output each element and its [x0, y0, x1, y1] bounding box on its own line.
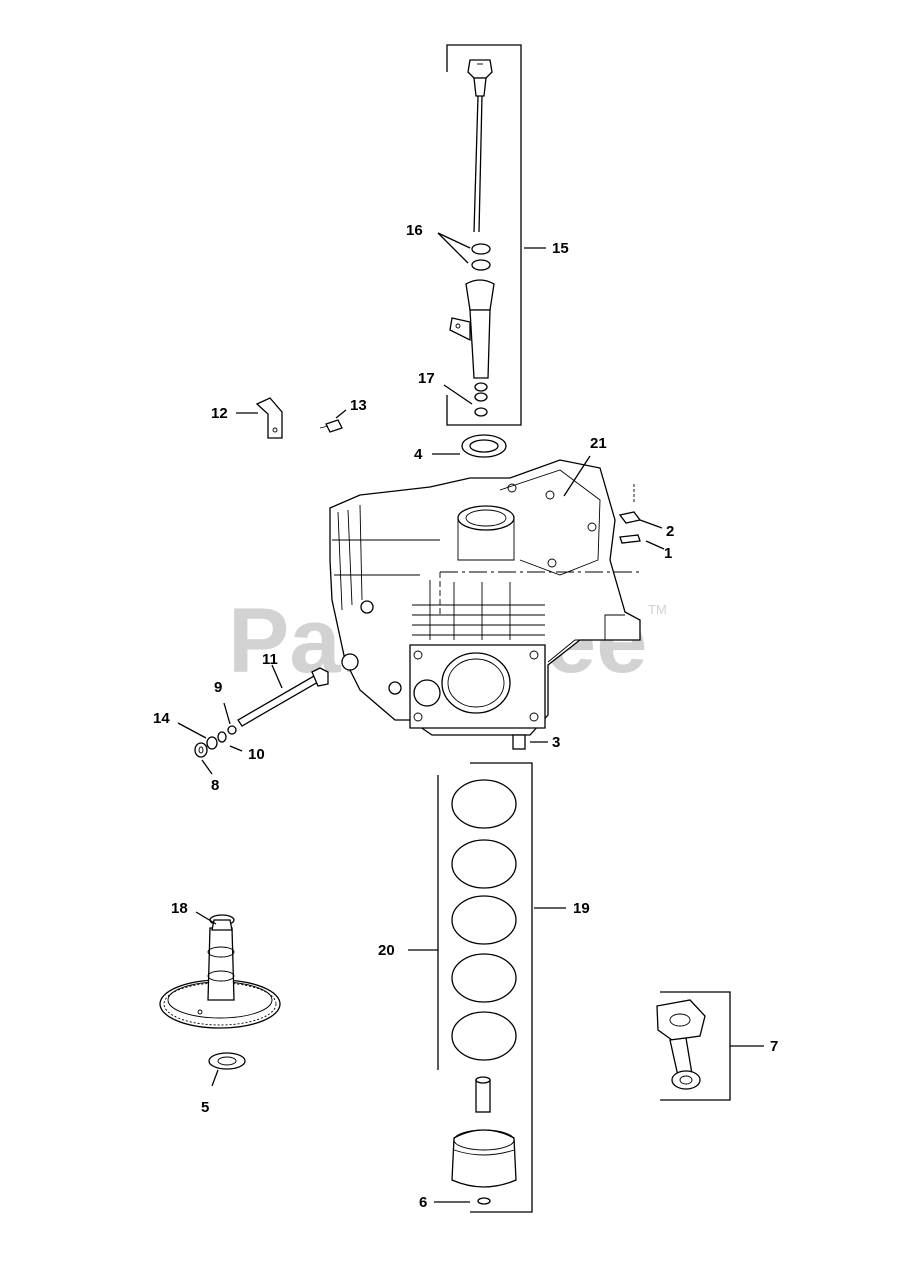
callout-17: 17 [418, 370, 435, 387]
callout-10: 10 [248, 746, 265, 763]
camshaft-gear[interactable] [159, 914, 281, 1029]
callout-15: 15 [552, 240, 569, 257]
callout-2: 2 [666, 523, 674, 540]
clip-8[interactable] [194, 742, 208, 758]
governor-shaft[interactable] [237, 667, 329, 727]
screw[interactable] [319, 419, 343, 433]
callout-18: 18 [171, 900, 188, 917]
callout-5: 5 [201, 1099, 209, 1116]
washer-9[interactable] [227, 725, 237, 735]
piston-ring-1[interactable] [451, 779, 517, 829]
callout-7: 7 [770, 1038, 778, 1055]
crankcase[interactable] [329, 459, 641, 736]
piston-ring-2[interactable] [451, 839, 517, 889]
ring-10[interactable] [217, 731, 227, 743]
connecting-rod[interactable] [656, 999, 706, 1090]
callout-8: 8 [211, 777, 219, 794]
callout-4: 4 [414, 446, 423, 463]
bracket[interactable] [255, 397, 283, 439]
dowel-pin[interactable] [512, 734, 526, 750]
callout-12: 12 [211, 405, 228, 422]
callout-19: 19 [573, 900, 590, 917]
callout-9: 9 [214, 679, 222, 696]
piston[interactable] [451, 1129, 517, 1188]
callout-6: 6 [419, 1194, 427, 1211]
callout-21: 21 [590, 435, 607, 452]
callout-20: 20 [378, 942, 395, 959]
watermark-trademark: TM [648, 602, 667, 617]
callout-1: 1 [664, 545, 672, 562]
callout-11: 11 [262, 651, 278, 668]
dipstick-assembly[interactable] [446, 44, 522, 426]
callout-14: 14 [153, 710, 170, 727]
retaining-ring[interactable] [477, 1197, 491, 1205]
thrust-washer[interactable] [208, 1052, 246, 1070]
piston-pin[interactable] [475, 1076, 491, 1113]
piston-ring-4[interactable] [451, 953, 517, 1003]
bushing-tab[interactable] [618, 484, 642, 524]
callout-13: 13 [350, 397, 367, 414]
small-clip[interactable] [619, 534, 641, 544]
oil-seal[interactable] [461, 434, 507, 458]
washer-14[interactable] [206, 736, 218, 750]
callout-3: 3 [552, 734, 560, 751]
piston-ring-5[interactable] [451, 1011, 517, 1061]
callout-16: 16 [406, 222, 423, 239]
piston-ring-3[interactable] [451, 895, 517, 945]
